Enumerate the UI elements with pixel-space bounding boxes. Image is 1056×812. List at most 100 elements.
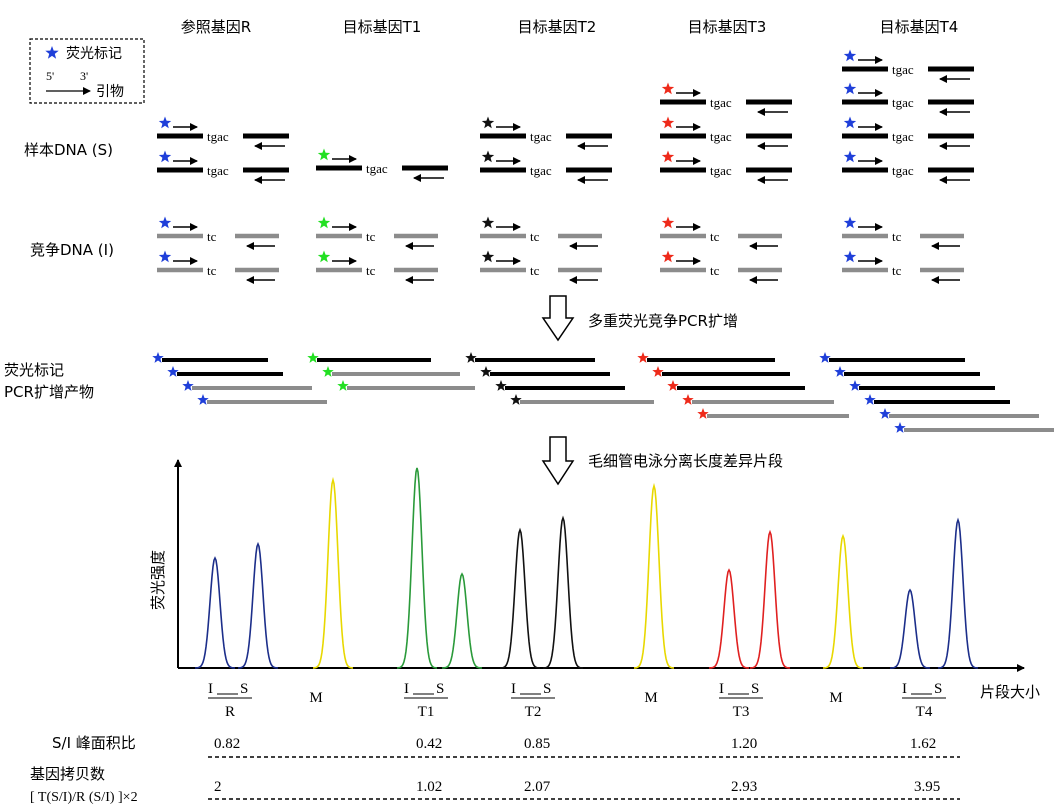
sample-strand: tgac xyxy=(480,116,612,150)
fluorescent-star-icon xyxy=(480,366,492,377)
fluorescent-star-icon xyxy=(697,408,709,419)
gene-name-label: T1 xyxy=(418,704,435,720)
peak-s-label: S xyxy=(934,681,942,697)
gene-name-label: T3 xyxy=(733,704,750,720)
electropherogram-peak xyxy=(194,556,236,669)
ratio-row2-value-r: 2 xyxy=(214,779,222,795)
marker-label: M xyxy=(644,690,657,706)
strand-sequence-label: tgac xyxy=(710,163,732,178)
peak-s-label: S xyxy=(751,681,759,697)
pcr-product xyxy=(667,380,805,391)
pcr-product xyxy=(495,380,625,391)
legend-five-prime: 5' xyxy=(46,69,54,83)
sample-strand: tgac xyxy=(660,116,792,150)
fluorescent-star-icon xyxy=(661,116,675,129)
competitor-strand: tc xyxy=(660,250,782,284)
peak-i-label: I xyxy=(511,681,516,697)
fluorescent-star-icon xyxy=(322,366,334,377)
competitor-strand: tc xyxy=(480,216,602,250)
pcr-product xyxy=(637,352,775,363)
strand-sequence-label: tc xyxy=(530,229,540,244)
pcr-product xyxy=(152,352,268,363)
fluorescent-star-icon xyxy=(465,352,477,363)
legend: 荧光标记 5' 3' 引物 xyxy=(29,38,145,104)
electropherogram-peak xyxy=(499,527,541,669)
ratio-row1-label: S/I 峰面积比 xyxy=(52,734,136,752)
strand-sequence-label: tgac xyxy=(530,129,552,144)
fluorescent-star-icon xyxy=(337,380,349,391)
pcr-product xyxy=(819,352,965,363)
column-header-t1: 目标基因T1 xyxy=(343,18,422,36)
strand-sequence-label: tgac xyxy=(892,95,914,110)
sample-strand: tgac xyxy=(842,82,974,116)
ratio-row2-value-t1: 1.02 xyxy=(416,779,442,795)
fluorescent-star-icon xyxy=(667,380,679,391)
fluorescent-star-icon xyxy=(317,148,331,161)
pcr-product xyxy=(894,422,1054,433)
row-label-sample-dna: 样本DNA (S) xyxy=(24,141,113,159)
pcr-product xyxy=(849,380,995,391)
fluorescent-star-icon xyxy=(317,250,331,263)
electropherogram-peak xyxy=(708,568,750,669)
competitor-strand: tc xyxy=(316,250,438,284)
strand-sequence-label: tgac xyxy=(207,163,229,178)
peak-i-label: I xyxy=(208,681,213,697)
fluorescent-star-icon xyxy=(197,394,209,405)
strand-sequence-label: tc xyxy=(207,229,217,244)
y-axis-label: 荧光强度 xyxy=(149,550,167,610)
column-header-t2: 目标基因T2 xyxy=(518,18,597,36)
pcr-product xyxy=(697,408,849,419)
fluorescent-star-icon xyxy=(894,422,906,433)
step-label-pcr: 多重荧光竞争PCR扩增 xyxy=(588,312,738,330)
marker-label: M xyxy=(309,690,322,706)
gene-name-label: T2 xyxy=(525,704,542,720)
fluorescent-star-icon xyxy=(45,46,59,59)
fluorescent-star-icon xyxy=(843,150,857,163)
fluorescent-star-icon xyxy=(843,82,857,95)
legend-box xyxy=(29,38,145,104)
electropherogram-peak xyxy=(749,529,791,669)
peaks xyxy=(194,467,979,669)
competitor-strand: tc xyxy=(660,216,782,250)
sample-strand: tgac xyxy=(842,49,974,83)
gene-name-label: R xyxy=(225,704,235,720)
fluorescent-star-icon xyxy=(152,352,164,363)
ratio-row2-value-t3: 2.93 xyxy=(731,779,757,795)
step-arrow-pcr-icon xyxy=(541,295,575,342)
pcr-product xyxy=(307,352,431,363)
fluorescent-star-icon xyxy=(481,250,495,263)
ratio-row1-value-t4: 1.62 xyxy=(910,736,936,752)
row-label-competitor-dna: 竞争DNA (I) xyxy=(30,241,114,259)
electropherogram-peak xyxy=(313,476,353,669)
column-header-t3: 目标基因T3 xyxy=(688,18,767,36)
strand-sequence-label: tgac xyxy=(892,163,914,178)
strand-sequence-label: tgac xyxy=(366,161,388,176)
fluorescent-star-icon xyxy=(864,394,876,405)
fluorescent-star-icon xyxy=(510,394,522,405)
fluorescent-star-icon xyxy=(682,394,694,405)
strand-sequence-label: tgac xyxy=(207,129,229,144)
pcr-product xyxy=(879,408,1039,419)
marker-label: M xyxy=(829,690,842,706)
pcr-product xyxy=(465,352,595,363)
gene-name-label: T4 xyxy=(916,704,933,720)
strand-sequence-label: tc xyxy=(892,263,902,278)
pcr-product xyxy=(322,366,460,377)
peak-s-label: S xyxy=(436,681,444,697)
fluorescent-star-icon xyxy=(661,216,675,229)
column-header-r: 参照基因R xyxy=(181,18,251,36)
pcr-product xyxy=(682,394,834,405)
fluorescent-star-icon xyxy=(182,380,194,391)
strand-sequence-label: tc xyxy=(207,263,217,278)
sample-strand: tgac xyxy=(157,150,289,184)
x-axis-label: 片段大小 xyxy=(980,683,1040,701)
row-label-pcr-products-line2: PCR扩增产物 xyxy=(4,383,94,401)
pcr-product xyxy=(834,366,980,377)
strand-sequence-label: tc xyxy=(366,263,376,278)
strand-sequence-label: tc xyxy=(710,229,720,244)
competitor-strand: tc xyxy=(316,216,438,250)
pcr-product xyxy=(167,366,283,377)
